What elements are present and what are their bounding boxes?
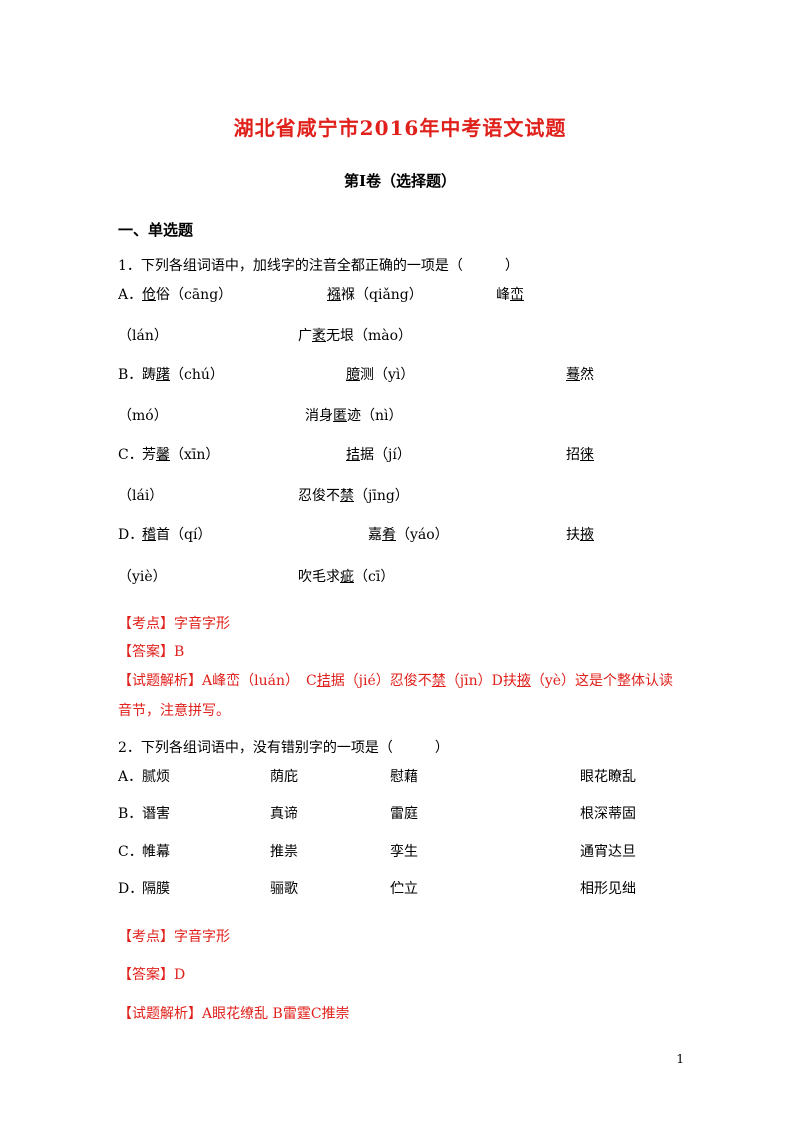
q2-kaodian: 【考点】字音字形 — [118, 929, 230, 945]
q2-option-b-word3: 雷庭 — [390, 806, 418, 822]
q1-option-c-word2: 拮据（jí） — [346, 447, 411, 463]
q1-option-b-word2: 臆测（yì） — [346, 367, 415, 383]
q2-option-b-word4: 根深蒂固 — [580, 806, 636, 822]
q2-option-d-word1: 隔膜 — [142, 881, 170, 897]
q1-option-c-word3-pinyin: （lái） — [118, 488, 164, 504]
q1-option-d-word3-pinyin: （yiè） — [118, 569, 167, 585]
q1-stem: 1．下列各组词语中，加线字的注音全都正确的一项是（ ） — [118, 258, 519, 274]
q1-option-c-word3: 招徕 — [566, 447, 594, 463]
q1-option-b-word3: 蓦然 — [566, 367, 594, 383]
q2-option-b-word1: 谮害 — [142, 806, 170, 822]
q1-option-b-word3-pinyin: （mó） — [118, 408, 168, 424]
q2-option-a-word4: 眼花瞭乱 — [580, 769, 636, 785]
q2-option-a-word2: 荫庇 — [270, 769, 298, 785]
q2-option-d-label: D． — [118, 881, 144, 897]
q1-option-a-word3-pinyin: （lán） — [118, 328, 168, 344]
q1-option-b-word1: 踌躇（chú） — [142, 367, 224, 383]
q1-option-c-word4: 忍俊不禁（jīng） — [298, 488, 409, 504]
q1-option-b-word4: 消身匿迹（nì） — [305, 408, 403, 424]
q1-option-d-label: D． — [118, 527, 144, 543]
q1-answer: 【答案】B — [118, 644, 185, 660]
q2-option-c-word3: 孪生 — [390, 844, 418, 860]
q1-option-d-word4: 吹毛求疵（cī） — [298, 569, 395, 585]
q1-explanation-line2: 音节，注意拼写。 — [118, 703, 230, 719]
q1-option-c-label: C． — [118, 447, 143, 463]
page-number: 1 — [676, 1052, 684, 1066]
q1-option-a-word3: 峰峦 — [496, 287, 524, 303]
q1-kaodian: 【考点】字音字形 — [118, 616, 230, 632]
q2-option-a-word1: 腻烦 — [142, 769, 170, 785]
q2-answer: 【答案】D — [118, 967, 186, 983]
q1-explanation: 【试题解析】A峰峦（luán） C拮据（jié）忍俊不禁（jīn）D扶掖（yè）… — [118, 673, 674, 689]
q2-option-b-label: B． — [118, 806, 143, 822]
q1-option-d-word3: 扶掖 — [566, 527, 594, 543]
q2-option-c-word2: 推祟 — [270, 844, 298, 860]
section-heading: 一、单选题 — [118, 221, 194, 239]
q1-option-b-label: B． — [118, 367, 143, 383]
q1-option-a-label: A． — [118, 287, 143, 303]
q2-option-d-word2: 骊歌 — [270, 881, 298, 897]
q1-option-c-word1: 芳馨（xīn） — [142, 447, 220, 463]
q2-option-a-word3: 慰藉 — [390, 769, 418, 785]
q2-option-c-word4: 通宵达旦 — [580, 844, 636, 860]
q1-option-a-word2: 襁褓（qiǎng） — [327, 287, 423, 303]
q1-option-d-word1: 稽首（qí） — [142, 527, 212, 543]
q2-option-c-label: C． — [118, 844, 143, 860]
q2-option-d-word3: 伫立 — [390, 881, 418, 897]
q2-stem: 2．下列各组词语中，没有错别字的一项是（ ） — [118, 740, 449, 756]
q2-option-b-word2: 真谛 — [270, 806, 298, 822]
document-title: 湖北省咸宁市2016年中考语文试题 — [233, 116, 567, 140]
part-heading: 第Ⅰ卷（选择题） — [343, 172, 457, 190]
q2-option-c-word1: 帷幕 — [142, 844, 170, 860]
q1-option-d-word2: 嘉肴（yáo） — [368, 527, 449, 543]
q2-option-d-word4: 相形见绌 — [580, 881, 636, 897]
q2-explanation: 【试题解析】A眼花缭乱 B雷霆C推崇 — [118, 1006, 350, 1022]
q1-option-a-word4: 广袤无垠（mào） — [298, 328, 413, 344]
q1-option-a-word1: 伧俗（cāng） — [142, 287, 233, 303]
q2-option-a-label: A． — [118, 769, 143, 785]
